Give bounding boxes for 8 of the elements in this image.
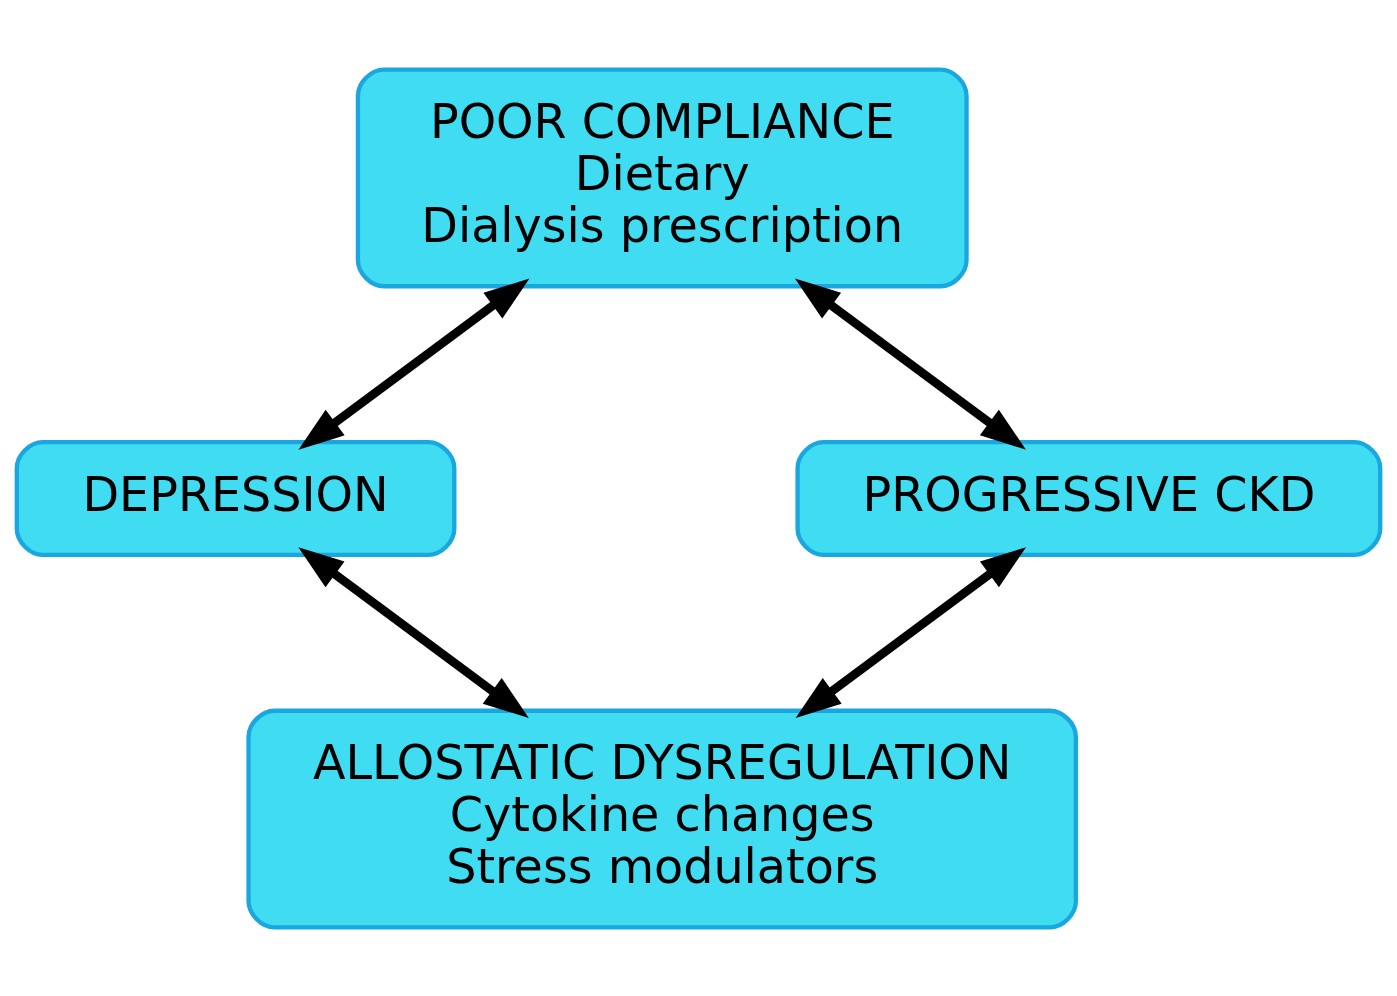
node-box: ALLOSTATIC DYSREGULATION Cytokine changes Stress modulators — [246, 708, 1079, 929]
arrow — [794, 278, 1026, 450]
arrow — [298, 546, 529, 718]
node-box: DEPRESSION — [14, 439, 457, 557]
arrow — [795, 546, 1027, 718]
node-box: PROGRESSIVE CKD — [795, 439, 1383, 557]
node-box: POOR COMPLIANCE Dietary Dialysis prescription — [355, 67, 969, 288]
arrow — [298, 278, 530, 450]
